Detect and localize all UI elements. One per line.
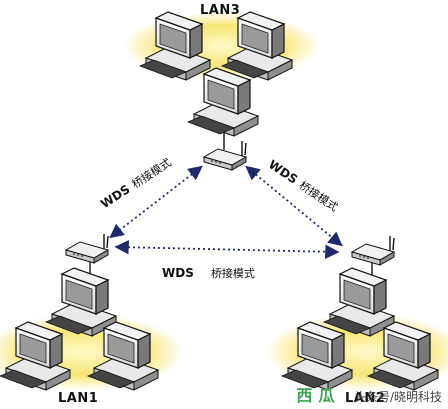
wireless-router-icon bbox=[203, 140, 247, 171]
watermark-logo: 西瓜 bbox=[296, 386, 352, 405]
wds-mode-text: WDS bbox=[162, 266, 194, 280]
bridge-mode-text: 桥接模式 bbox=[210, 267, 255, 280]
wds-link-left bbox=[109, 165, 203, 239]
watermark-text: 头条号/晓明科技 bbox=[353, 390, 442, 404]
watermark: 西瓜 头条号/晓明科技 bbox=[296, 382, 442, 406]
lan1-label: LAN1 bbox=[58, 391, 99, 406]
lan2-label: LAN2 bbox=[345, 391, 386, 406]
lan3-label: LAN3 bbox=[200, 3, 241, 18]
wds-link-bottom bbox=[114, 240, 340, 259]
wds-link-bottom-label: WDS 桥接模式 bbox=[162, 262, 255, 281]
desktop-computer-icon bbox=[323, 267, 395, 337]
desktop-computer-icon bbox=[45, 267, 117, 337]
wireless-router-icon bbox=[65, 233, 109, 264]
wireless-router-icon bbox=[351, 235, 395, 266]
